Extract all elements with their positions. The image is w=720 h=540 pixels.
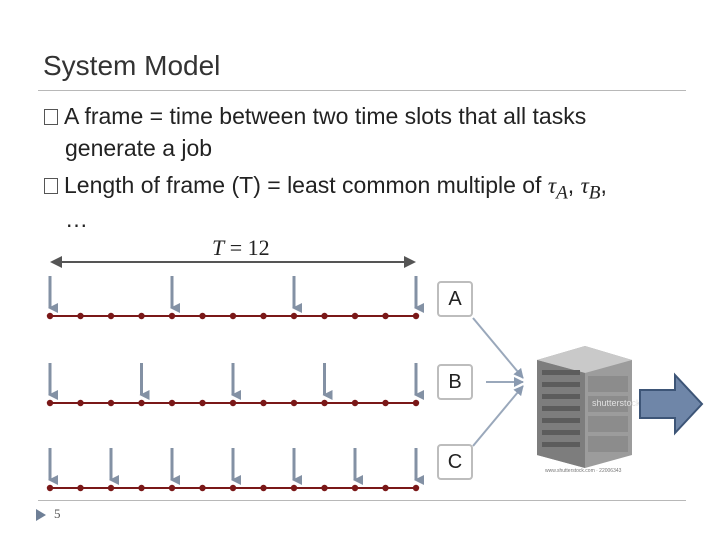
task-box-c: C xyxy=(437,444,473,480)
page-number: 5 xyxy=(54,506,61,521)
time-slot-dot xyxy=(107,399,115,407)
time-slot-dot xyxy=(260,399,267,407)
time-slot-dot xyxy=(382,312,389,320)
time-slot-dot xyxy=(168,399,176,407)
time-slot-dot xyxy=(290,484,298,492)
time-slot-dot xyxy=(77,484,84,492)
time-slot-dot xyxy=(229,399,237,407)
time-slot-dot xyxy=(412,399,420,407)
time-slot-dot xyxy=(77,399,84,407)
time-slot-dot xyxy=(168,312,176,320)
tau-a: τA xyxy=(547,173,568,204)
bullet-box-icon xyxy=(44,178,58,194)
time-slot-dot xyxy=(321,312,328,320)
slide-title: System Model xyxy=(43,50,221,81)
connector-a xyxy=(472,317,524,379)
footer-divider xyxy=(38,500,686,501)
tau-b: τB xyxy=(580,173,601,204)
time-slot-dot xyxy=(138,312,145,320)
bullet-1-continuation: generate a job xyxy=(65,135,213,161)
server-icon: shutterstock xyxy=(537,346,641,468)
time-slot-dot xyxy=(138,484,145,492)
time-slot-dot xyxy=(412,312,420,320)
bullet-2: A frame = time between two time slots th… xyxy=(44,169,607,210)
task-box-b: B xyxy=(437,364,473,400)
time-slot-dot xyxy=(321,399,328,407)
output-arrow xyxy=(639,372,704,436)
time-slot-dot xyxy=(168,484,176,492)
server-credit: www.shutterstock.com · 22006343 xyxy=(545,468,622,474)
time-slot-dot xyxy=(290,399,298,407)
time-slot-dot xyxy=(382,399,389,407)
time-slot-dot xyxy=(107,484,115,492)
time-slot-dot xyxy=(290,312,298,320)
time-slot-dot xyxy=(351,484,359,492)
time-slot-dot xyxy=(321,484,328,492)
time-slot-dot xyxy=(46,399,54,407)
time-slot-dot xyxy=(260,312,267,320)
bullet-2-continuation: … xyxy=(65,206,88,232)
bullet-box-icon xyxy=(44,109,58,125)
time-slot-dot xyxy=(382,484,389,492)
time-slot-dot xyxy=(46,484,54,492)
frame-formula: T = 12 xyxy=(212,235,270,260)
time-slot-dot xyxy=(107,312,115,320)
bullet-1: A frame = time between two time slots th… xyxy=(44,100,586,132)
task-box-a: A xyxy=(437,281,473,317)
time-slot-dot xyxy=(260,484,267,492)
time-slot-dot xyxy=(77,312,84,320)
time-slot-dot xyxy=(199,399,206,407)
time-slot-dot xyxy=(351,399,359,407)
connector-c xyxy=(472,385,524,447)
title-divider xyxy=(38,90,686,91)
time-slot-dot xyxy=(138,399,145,407)
server-brand: shutterstock xyxy=(592,398,641,408)
page-marker-icon xyxy=(36,509,46,521)
time-slot-dot xyxy=(229,312,237,320)
time-slot-dot xyxy=(199,484,206,492)
time-slot-dot xyxy=(46,312,54,320)
time-slot-dot xyxy=(199,312,206,320)
time-slot-dot xyxy=(351,312,359,320)
time-slot-dot xyxy=(412,484,420,492)
time-slot-dot xyxy=(229,484,237,492)
